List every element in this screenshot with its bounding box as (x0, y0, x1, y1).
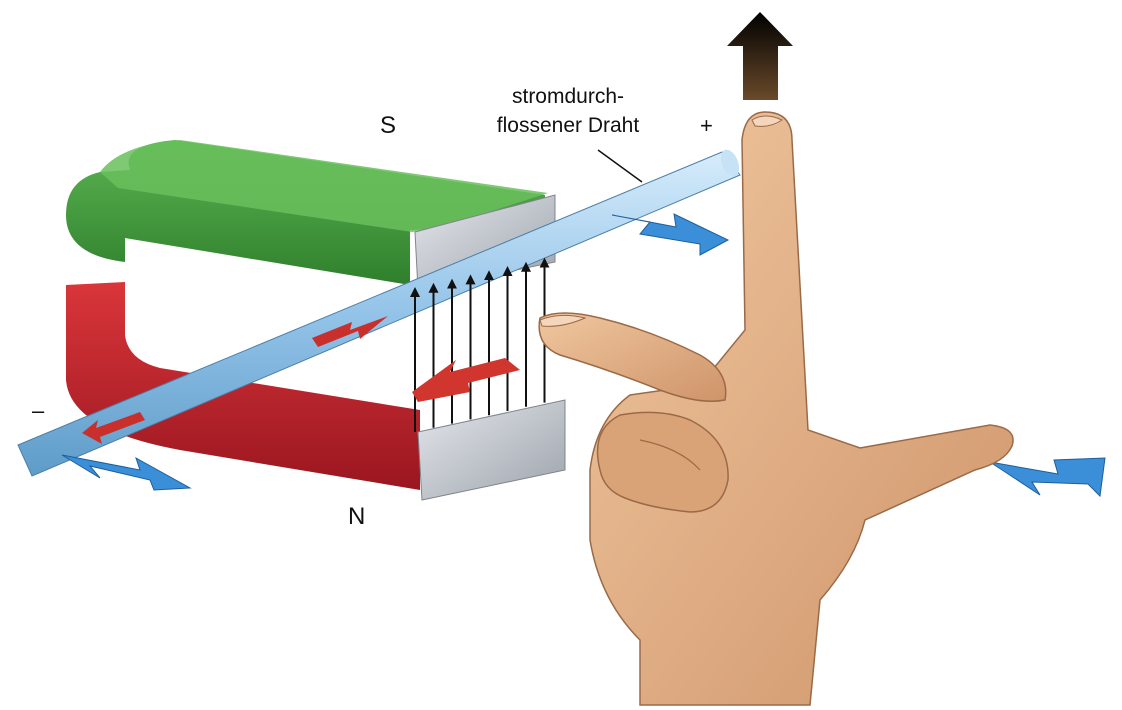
north-pole-label: N (348, 503, 366, 530)
hand-index-finger (538, 312, 727, 402)
hand-fingernail (539, 314, 587, 327)
wire-label-leader (597, 149, 643, 183)
horseshoe-magnet (66, 140, 566, 501)
current-carrying-wire (17, 149, 741, 477)
hand-palm (589, 111, 1014, 706)
wire-label-line1: stromdurch- (511, 85, 625, 108)
motion-arrow (611, 213, 730, 256)
current-arrows (82, 316, 520, 444)
south-pole-label: S (380, 112, 397, 139)
hand-knuckle-line (639, 439, 701, 471)
motion-arrow (61, 454, 192, 491)
left-hand-rule-hand (538, 111, 1014, 706)
hand-fingernail (751, 115, 784, 127)
force-arrow (727, 12, 793, 100)
current-arrow (412, 358, 520, 402)
magnet-south-top-face (100, 140, 548, 232)
motion-arrows (61, 213, 1106, 498)
minus-terminal-label: – (32, 398, 45, 423)
magnet-gap (125, 238, 410, 330)
plus-terminal-label: + (700, 113, 713, 138)
magnetic-field-lines (410, 257, 550, 432)
wire-label-line2: flossener Draht (496, 114, 640, 137)
pole-face-north (417, 399, 566, 501)
wire-label: stromdurch- flossener Draht (478, 82, 658, 140)
current-arrow (82, 412, 145, 444)
hand-curled-fingers (596, 411, 729, 513)
current-arrow (312, 316, 388, 347)
motion-arrow (989, 457, 1106, 498)
